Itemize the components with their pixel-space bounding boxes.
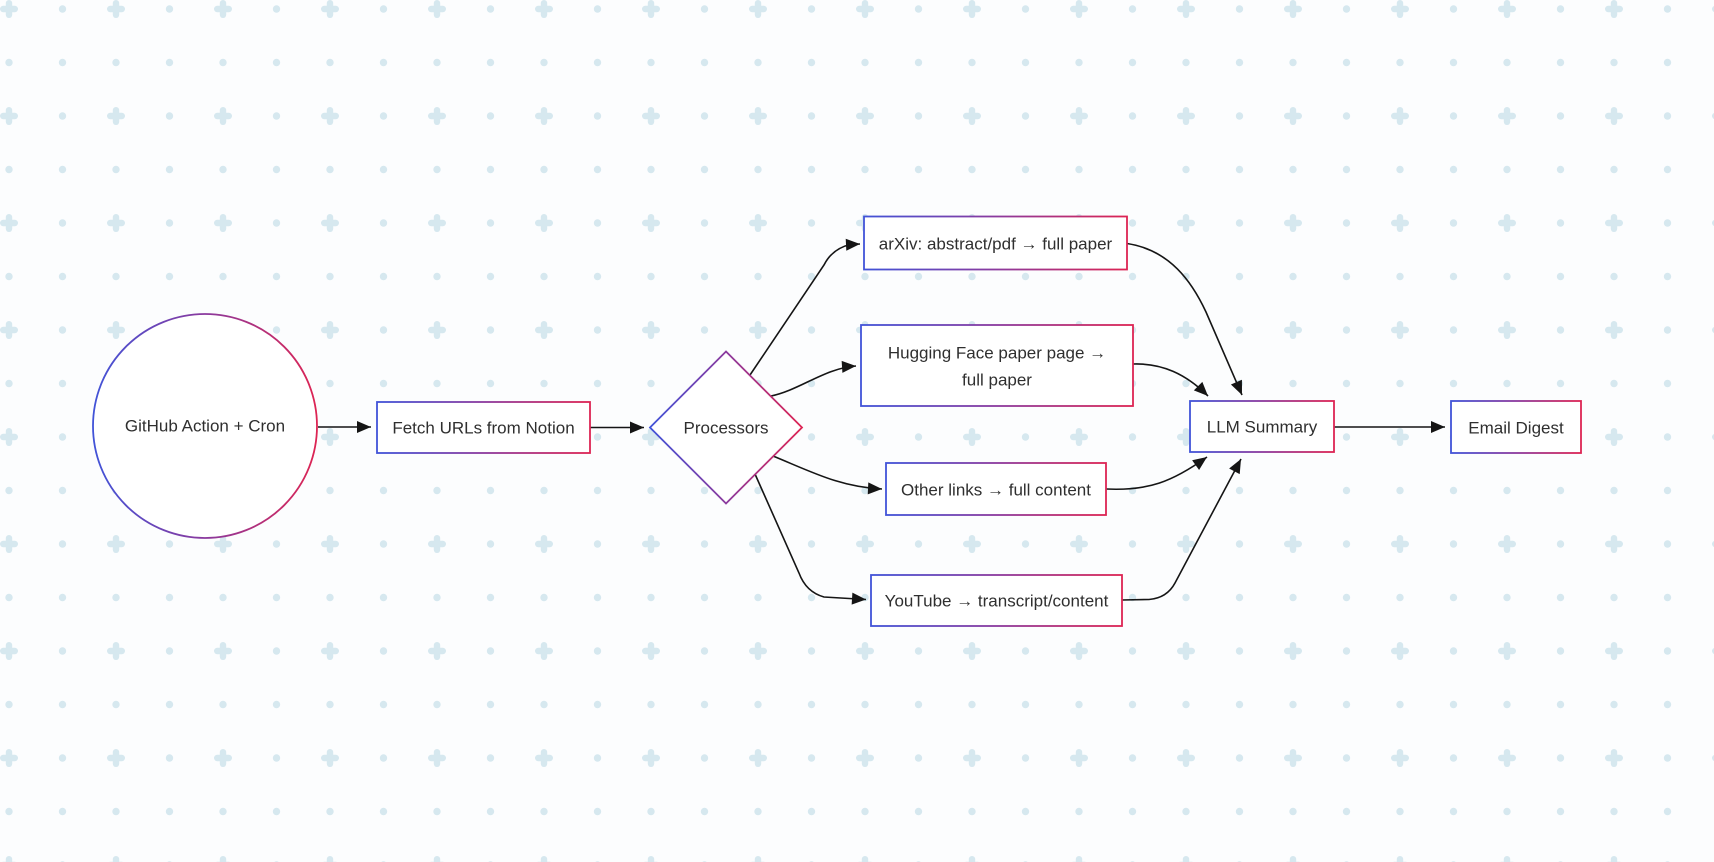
rect-shape [1189, 400, 1335, 453]
node-label: Other links → full content [901, 481, 1091, 500]
node-hugging-face: Hugging Face paper page → full paper [860, 324, 1134, 407]
node-other-links: Other links → full content [885, 462, 1107, 516]
rect-shape [870, 574, 1123, 627]
node-processors: Processors [648, 350, 804, 505]
node-label-line2: full paper [962, 371, 1032, 390]
rect-shape [376, 401, 591, 454]
node-llm-summary: LLM Summary [1189, 400, 1335, 453]
rect-shape [860, 324, 1134, 407]
node-github-action-cron: GitHub Action + Cron [92, 313, 318, 539]
rect-shape [885, 462, 1107, 516]
node-youtube: YouTube → transcript/content [870, 574, 1123, 627]
edges-layer [318, 238, 1445, 605]
edge-arxiv-llm [1126, 242, 1243, 396]
edge-processors-other [772, 455, 883, 495]
edge-processors-youtube [754, 473, 867, 605]
edge-processors-huggingface [770, 360, 857, 397]
diamond-shape [648, 350, 804, 505]
node-fetch-urls-from-notion: Fetch URLs from Notion [376, 401, 591, 454]
nodes-layer: GitHub Action + Cron Fetch URLs from Not… [92, 215, 1582, 627]
node-label: arXiv: abstract/pdf → full paper [879, 235, 1113, 254]
node-label: GitHub Action + Cron [125, 417, 285, 436]
node-label: LLM Summary [1207, 418, 1318, 437]
node-arxiv: arXiv: abstract/pdf → full paper [863, 215, 1128, 271]
edge-processors-arxiv [749, 238, 861, 376]
node-label: Fetch URLs from Notion [392, 419, 574, 438]
node-label: Email Digest [1468, 419, 1564, 438]
node-email-digest: Email Digest [1450, 400, 1582, 454]
node-label: Processors [683, 419, 768, 438]
node-label: YouTube → transcript/content [885, 592, 1109, 611]
rect-shape [863, 215, 1128, 271]
edge-other-llm [1105, 456, 1208, 491]
edge-huggingface-llm [1132, 363, 1209, 397]
node-label-line1: Hugging Face paper page → [888, 344, 1106, 363]
edge-youtube-llm [1121, 458, 1242, 601]
circle-shape [92, 313, 318, 539]
rect-shape [1450, 400, 1582, 454]
